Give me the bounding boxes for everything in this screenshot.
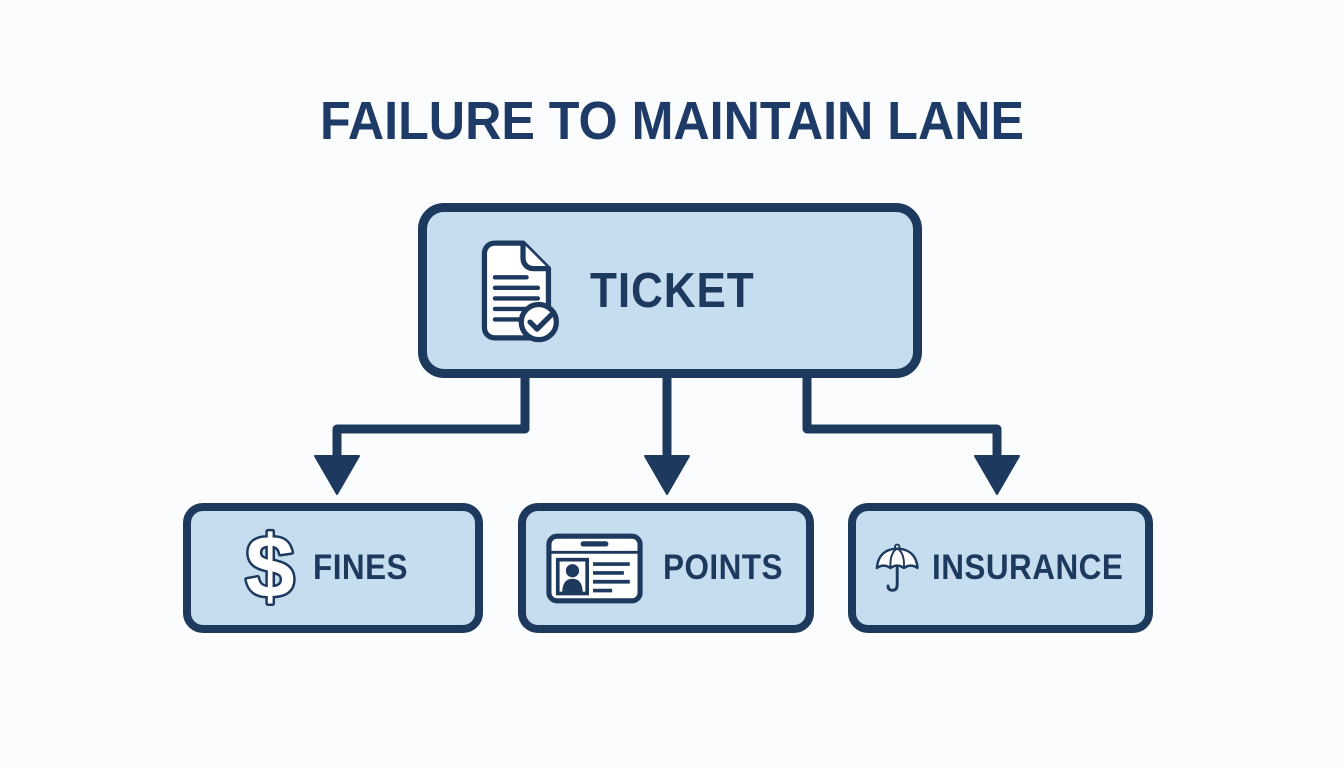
connector-arrow-right [802,370,1020,495]
insurance-node: INSURANCE [848,503,1153,633]
connector-arrow-left [314,370,530,495]
dollar-sign-icon: $ [243,522,297,614]
fines-node: $ FINES [183,503,483,633]
points-node: POINTS [518,503,814,633]
dollar-glyph: $ [246,522,295,614]
connector-arrow-middle [644,370,690,495]
document-check-icon [481,240,559,343]
points-label: POINTS [663,548,783,587]
fines-label: FINES [313,548,409,587]
insurance-label: INSURANCE [932,548,1124,587]
ticket-node: TICKET [418,203,922,378]
page-title: FAILURE TO MAINTAIN LANE [319,91,1024,151]
id-card-icon [546,533,643,603]
umbrella-icon [875,543,919,592]
ticket-label: TICKET [590,263,755,318]
